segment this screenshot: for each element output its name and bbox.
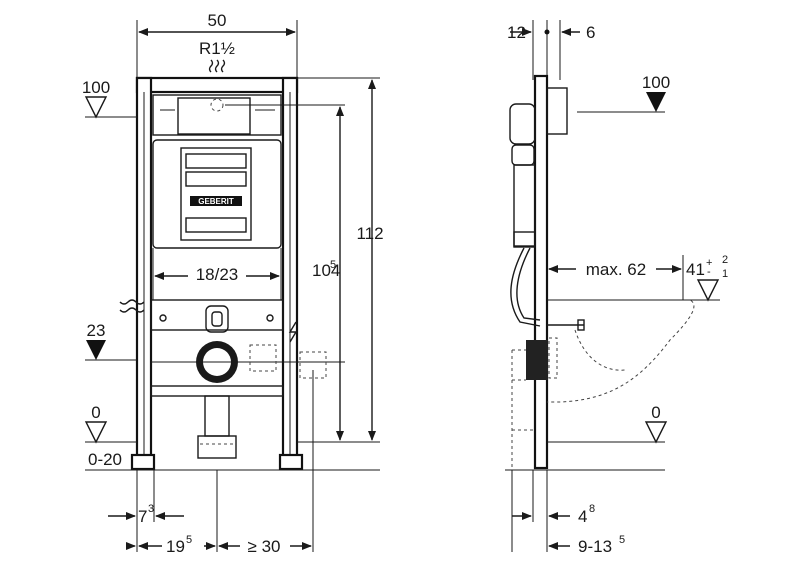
inlet-position: [210, 98, 224, 112]
level-marker-icon: [86, 340, 106, 360]
flush-spacing-label: 18/23: [196, 265, 239, 284]
flush-plate: [180, 147, 252, 241]
front-view: 50 R1½ GEBERIT: [82, 11, 384, 556]
side-level-floor-label: 0: [651, 403, 660, 422]
width-label: 50: [208, 11, 227, 30]
level-marker-icon: [646, 92, 666, 112]
side-frame-post: [533, 74, 549, 470]
seat-plus: +: [706, 257, 712, 269]
thread-label: R1½: [199, 39, 235, 58]
bottom-b-sup: 5: [186, 534, 192, 546]
level-marker-icon: [696, 279, 720, 302]
side-bottom-a-sup: 8: [589, 503, 595, 515]
bottom-b-label: 19: [166, 537, 185, 556]
bottom-a-sup: 3: [148, 503, 154, 515]
side-view: 1 2 6: [505, 20, 728, 556]
level-marker-icon: [84, 421, 108, 444]
lower-crossbar: [150, 299, 284, 331]
water-supply-icon: [208, 59, 226, 73]
level-floor-label: 0: [91, 403, 100, 422]
left-foot: [130, 453, 156, 471]
bottom-a-label: 7: [138, 507, 147, 526]
cistern: [152, 139, 282, 249]
seat-den: 1: [722, 268, 728, 280]
logo-text: GEBERIT: [198, 197, 234, 206]
side-drain: [526, 340, 548, 380]
side-flush-plate: [546, 87, 568, 135]
flush-pipe-top: [205, 305, 229, 333]
seat-num: 2: [722, 254, 728, 266]
side-bottom-b-label: 9-13: [578, 537, 612, 556]
electrical-icon: [288, 321, 298, 343]
electrical-box-outside: [299, 351, 327, 379]
side-bottom-b-sup: 5: [619, 534, 625, 546]
seat-minus: -: [707, 266, 711, 278]
floor-range-label: 0-20: [88, 450, 122, 469]
water-supply-icon: [119, 299, 145, 313]
inspection-opening: [177, 97, 251, 135]
level-inlet-label: 23: [87, 321, 106, 340]
side-cistern: [513, 164, 536, 248]
side-valve: [509, 103, 536, 145]
side-top-right-label: 6: [586, 23, 595, 42]
bolt-height-sup: 5: [330, 259, 336, 271]
projection-label: max. 62: [586, 260, 646, 279]
right-foot: [278, 453, 304, 471]
bolt-height-label: 104: [312, 261, 340, 280]
drain-pipe: [204, 395, 230, 437]
toilet-bowl-outline: [547, 299, 695, 403]
electrical-box: [249, 344, 277, 372]
upper-mount: [152, 94, 282, 136]
frame-top-rail: [135, 76, 299, 94]
side-bottom-a-label: 4: [578, 507, 587, 526]
frame-height-label: 112: [356, 224, 383, 243]
drain-elbow: [197, 435, 237, 459]
level-top-label: 100: [82, 78, 110, 97]
level-marker-icon: [84, 96, 108, 119]
side-level-top-label: 100: [642, 73, 670, 92]
level-marker-icon: [644, 421, 668, 444]
geberit-logo-icon: GEBERIT: [190, 196, 242, 206]
bottom-c-label: ≥ 30: [248, 537, 281, 556]
seat-height-label: 41: [686, 260, 705, 279]
